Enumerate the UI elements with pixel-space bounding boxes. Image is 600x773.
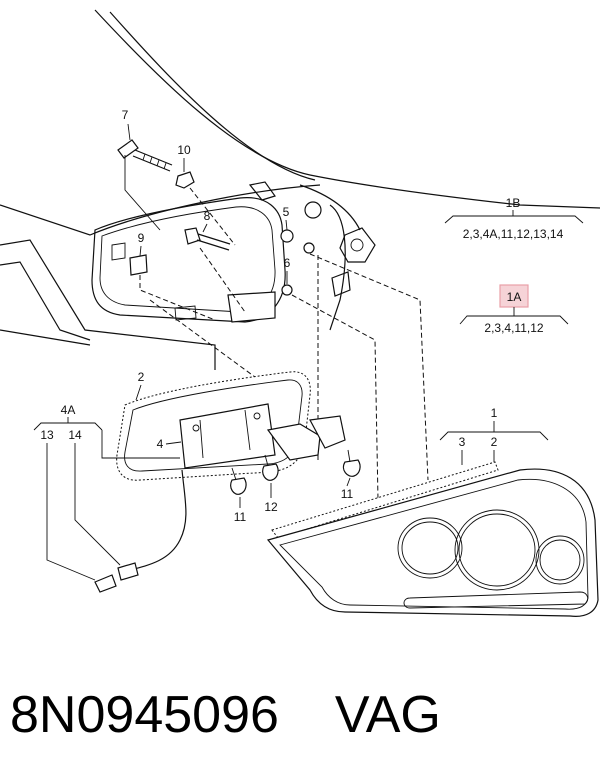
part-11-bulb-left: 11: [230, 467, 247, 524]
label-11-right: 11: [341, 487, 354, 501]
group-1B: 1B 2,3,4A,11,12,13,14: [444, 196, 584, 241]
label-14: 14: [68, 428, 82, 442]
part-9-clip: 9: [129, 231, 216, 321]
part-number: 8N0945096: [10, 686, 279, 744]
brand-name: VAG: [334, 686, 441, 744]
label-13: 13: [40, 428, 54, 442]
car-body-outline: [0, 9, 600, 370]
label-3: 3: [459, 435, 466, 449]
label-4: 4: [157, 437, 164, 451]
part-11-bulb-right: 11: [341, 449, 361, 501]
part-6-grommet: 6: [281, 256, 293, 296]
part-4-bulb-holder: 4: [129, 403, 346, 571]
label-2-upper: 2: [138, 370, 145, 384]
tail-lamp-housing: [266, 468, 599, 617]
label-7: 7: [122, 108, 129, 122]
label-11-left: 11: [234, 510, 247, 524]
part-3-seal-strip: [271, 461, 499, 539]
group-1: 1 3 2: [439, 406, 549, 468]
part-10-nut: 10: [175, 143, 236, 246]
label-1B-items: 2,3,4A,11,12,13,14: [463, 227, 564, 241]
label-6: 6: [284, 256, 291, 270]
label-2-right: 2: [491, 435, 498, 449]
group-1A: 1A 2,3,4,11,12: [459, 284, 569, 335]
label-12: 12: [264, 500, 278, 514]
label-1B: 1B: [506, 196, 521, 210]
label-1A: 1A: [507, 290, 522, 304]
part-12-bulb: 12: [262, 454, 279, 514]
group-4A: 4A 13 14: [33, 403, 180, 593]
lamp-opening: [91, 197, 286, 323]
part-8-bolt: 8: [184, 209, 246, 313]
label-1: 1: [491, 406, 498, 420]
label-5: 5: [283, 205, 290, 219]
label-8: 8: [204, 209, 211, 223]
label-10: 10: [177, 143, 191, 157]
label-4A: 4A: [61, 403, 76, 417]
part-7-bolt: 7: [117, 108, 173, 231]
part-5-grommet: 5: [280, 205, 315, 254]
label-9: 9: [138, 231, 145, 245]
label-1A-items: 2,3,4,11,12: [484, 321, 543, 335]
part-number-caption: 8N0945096 VAG: [10, 680, 441, 750]
